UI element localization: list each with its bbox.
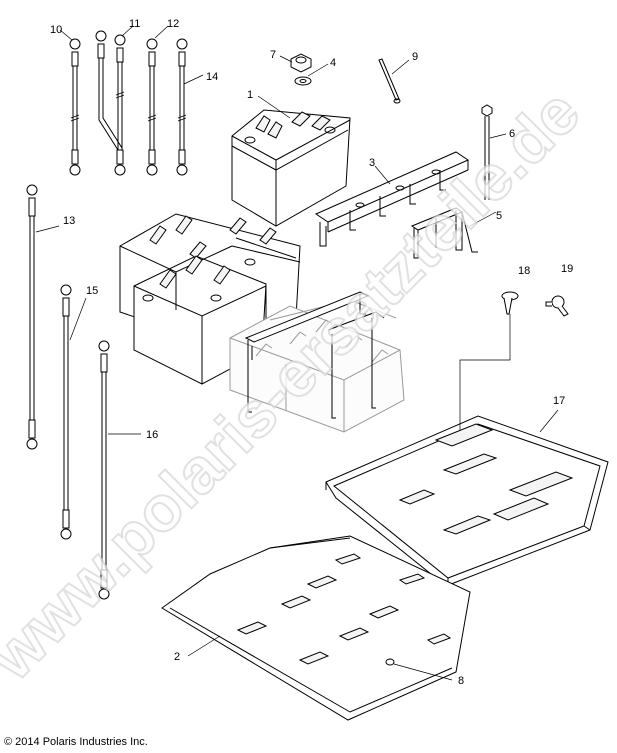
callout-8: 8 <box>458 675 464 687</box>
cable-14 <box>176 38 188 176</box>
callout-14: 14 <box>206 71 218 83</box>
bolt-6 <box>481 104 493 200</box>
callout-16: 16 <box>146 429 158 441</box>
cable-15 <box>60 284 72 540</box>
callout-13: 13 <box>63 215 75 227</box>
callout-4: 4 <box>330 57 336 69</box>
rod-9 <box>378 58 401 104</box>
cable-13 <box>26 184 38 450</box>
cable-11 <box>95 30 126 176</box>
battery-pack-ghost <box>229 291 405 433</box>
tray-17 <box>325 415 609 587</box>
callout-15: 15 <box>86 285 98 297</box>
battery-1 <box>231 109 351 227</box>
callout-18: 18 <box>518 265 530 277</box>
callout-12: 12 <box>167 18 179 30</box>
callout-11: 11 <box>129 18 140 30</box>
callout-5: 5 <box>496 210 502 222</box>
clip-19 <box>545 295 569 317</box>
washer-4 <box>294 76 312 86</box>
callout-19: 19 <box>561 263 573 275</box>
callout-1: 1 <box>247 89 253 101</box>
battery-holder-3 <box>314 151 470 247</box>
callout-6: 6 <box>509 128 515 140</box>
copyright-notice: © 2014 Polaris Industries Inc. <box>4 736 148 748</box>
leader-lines <box>35 25 559 681</box>
callout-17: 17 <box>553 395 565 407</box>
nut-7 <box>290 53 312 73</box>
callout-10: 10 <box>50 24 62 36</box>
cable-16 <box>98 340 110 600</box>
callout-3: 3 <box>369 157 375 169</box>
callout-labels: 10 11 12 14 7 4 1 9 6 3 5 13 15 18 19 16… <box>50 18 573 687</box>
callout-7: 7 <box>270 49 276 61</box>
skid-plate-2 <box>161 535 471 721</box>
callout-2: 2 <box>174 651 180 663</box>
cable-12 <box>146 38 158 176</box>
callout-9: 9 <box>412 51 418 63</box>
cable-10 <box>69 38 81 176</box>
rivet-18 <box>501 291 519 330</box>
bracket-5 <box>410 207 478 259</box>
